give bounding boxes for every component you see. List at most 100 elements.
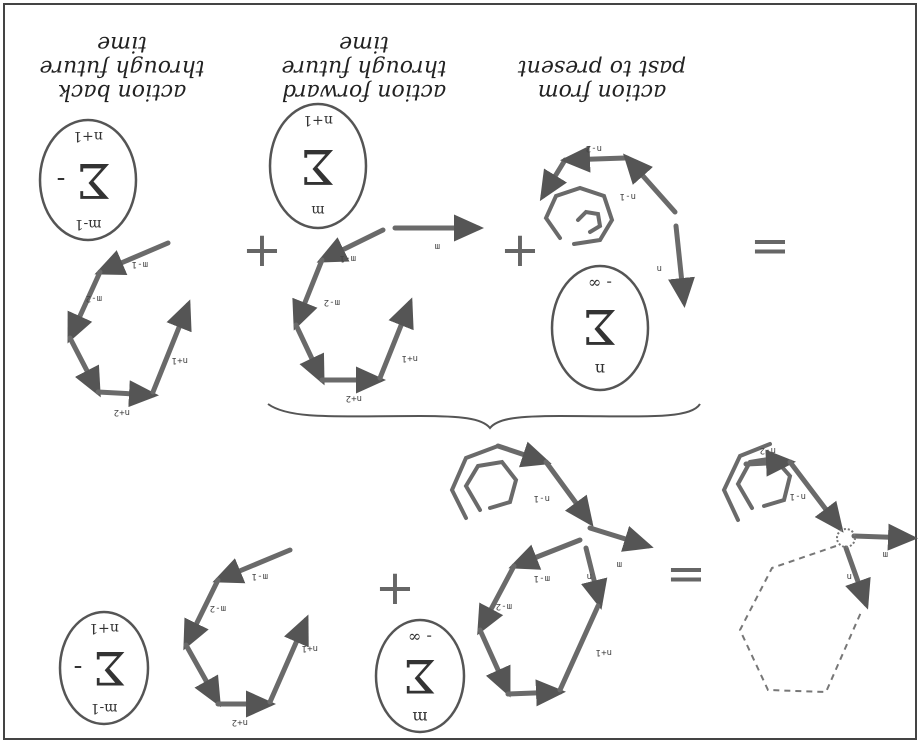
- label-m-2-f: m-2: [324, 297, 340, 307]
- caption-back-line1: action back: [58, 79, 187, 104]
- forward-path: [292, 214, 484, 394]
- arrow-m-3: [67, 335, 101, 398]
- spiral-inner-ring: [543, 185, 615, 246]
- arrow-m-2-f: [292, 257, 325, 331]
- equals-top: =: [750, 218, 790, 274]
- sum-back-lower: n+1: [73, 128, 103, 144]
- sigma-glyph: Σ: [404, 649, 437, 703]
- arrow-bm-2c: [477, 563, 517, 636]
- bottom-combined-labels: n-1 m n m-1 m-2 n+1: [496, 493, 622, 657]
- sum-back-upper: m-1: [75, 216, 102, 232]
- label-bn2: n+2: [232, 717, 248, 727]
- arrow-bn2c: [505, 679, 566, 707]
- sum-bottom-a-lower: - ∞: [408, 628, 432, 647]
- sum-back-minus: -: [57, 165, 66, 195]
- plus-bottom: +: [375, 560, 415, 616]
- label-cn-1: n-1: [534, 493, 550, 503]
- plus-top-1: +: [242, 222, 282, 278]
- result-labels: n-2 n-1 m n: [760, 445, 888, 581]
- arrow-rm: [851, 523, 918, 551]
- label-cn1: n+1: [596, 647, 612, 657]
- label-cn: n: [587, 571, 592, 581]
- arrow-rn: [843, 545, 871, 610]
- sum-bottom-b: m-1 Σ - n+1: [58, 610, 150, 726]
- plus-top-2: +: [500, 222, 540, 278]
- label-bm-2: m-2: [210, 603, 226, 613]
- caption-past-line2: past to present: [518, 55, 687, 80]
- arrow-m-1-f: [316, 227, 386, 263]
- caption-past-line1: action from: [538, 79, 667, 104]
- caption-back-line2: through future: [39, 55, 204, 80]
- bottom-back-path: [183, 547, 309, 718]
- label-cm: m: [617, 559, 622, 569]
- label-n2: n+2: [114, 407, 130, 417]
- present-moment-dot: [836, 528, 856, 548]
- arrow-m-2: [67, 269, 103, 344]
- sum-bottom-a: m Σ - ∞: [374, 618, 466, 734]
- arrow-bn: [581, 545, 608, 610]
- figure-border: [3, 3, 917, 740]
- sum-past: n Σ - ∞: [550, 264, 650, 392]
- label-rn-1: n-1: [790, 491, 806, 501]
- arrow-bm-3c: [477, 627, 511, 698]
- bottom-back-labels: m-1 m-2 n+1 n+2: [210, 571, 318, 727]
- label-m-1: m-1: [132, 259, 148, 269]
- sigma-glyph: Σ: [301, 138, 335, 194]
- sum-forward-lower: n+1: [303, 112, 333, 128]
- sum-past-lower: - ∞: [588, 274, 612, 293]
- spiral-arrow-in: [539, 157, 568, 202]
- arrow-rn-1: [787, 459, 844, 533]
- label-bm-1: m-1: [252, 571, 268, 581]
- label-n1-f: n+1: [402, 353, 418, 363]
- label-n1: n+1: [172, 355, 188, 365]
- result-path: [721, 442, 918, 610]
- back-path: [67, 240, 192, 408]
- label-cm-2: m-2: [496, 601, 512, 611]
- arrow-m-1: [94, 240, 171, 276]
- arrow-bn-2: [495, 441, 552, 468]
- sum-forward-upper: m: [311, 202, 324, 218]
- arrow-rn-2: [743, 449, 796, 477]
- back-labels: m-1 m-2 n+1 n+2: [86, 259, 188, 417]
- label-bn1: n+1: [302, 643, 318, 653]
- spiral-core: [576, 209, 603, 234]
- label-n-2: n-2: [586, 143, 602, 153]
- sum-back: m-1 Σ - n+1: [38, 118, 138, 242]
- arrow-m-3-f: [293, 322, 325, 386]
- arrow-bn1: [267, 614, 309, 705]
- label-cm-1: m-1: [534, 573, 550, 583]
- arrow-bn-1: [543, 459, 594, 527]
- sigma-glyph: Σ: [94, 641, 127, 695]
- cancelled-hexagon: [738, 545, 863, 694]
- label-n2-f: n+2: [346, 393, 362, 403]
- label-m: m: [435, 241, 440, 251]
- label-rn: n: [847, 571, 852, 581]
- arrow-bm-1: [212, 547, 293, 584]
- bottom-combined-path: [449, 441, 654, 707]
- sum-bottom-b-upper: m-1: [91, 700, 118, 716]
- arrow-bm-3: [183, 642, 221, 708]
- arrow-bm-2: [183, 577, 221, 651]
- arrow-n2: [95, 380, 159, 408]
- caption-forward-line2: through future: [281, 55, 446, 80]
- grouping-brace: [267, 403, 701, 430]
- label-rm: m: [883, 549, 888, 559]
- arrow-n1: [150, 299, 192, 395]
- spiral-outer-ring-b: [449, 444, 500, 520]
- label-rn-2: n-2: [760, 445, 776, 455]
- label-n: n: [657, 263, 662, 273]
- arrow-n-2-p: [560, 145, 628, 173]
- caption-back-line3: time: [97, 31, 147, 56]
- arrow-bn1c: [557, 603, 601, 693]
- sigma-glyph: Σ: [583, 298, 617, 354]
- label-m-1-f: m-1: [340, 253, 356, 263]
- spiral-inner-ring-b: [463, 459, 519, 512]
- label-m-2: m-2: [86, 293, 102, 303]
- sum-bottom-a-upper: m: [412, 708, 427, 727]
- sigma-glyph: Σ: [77, 152, 111, 208]
- arrow-n1-f: [377, 297, 414, 381]
- sum-past-upper: n: [595, 360, 605, 379]
- arrow-bm-1c: [508, 537, 583, 570]
- caption-forward-line3: time: [339, 31, 389, 56]
